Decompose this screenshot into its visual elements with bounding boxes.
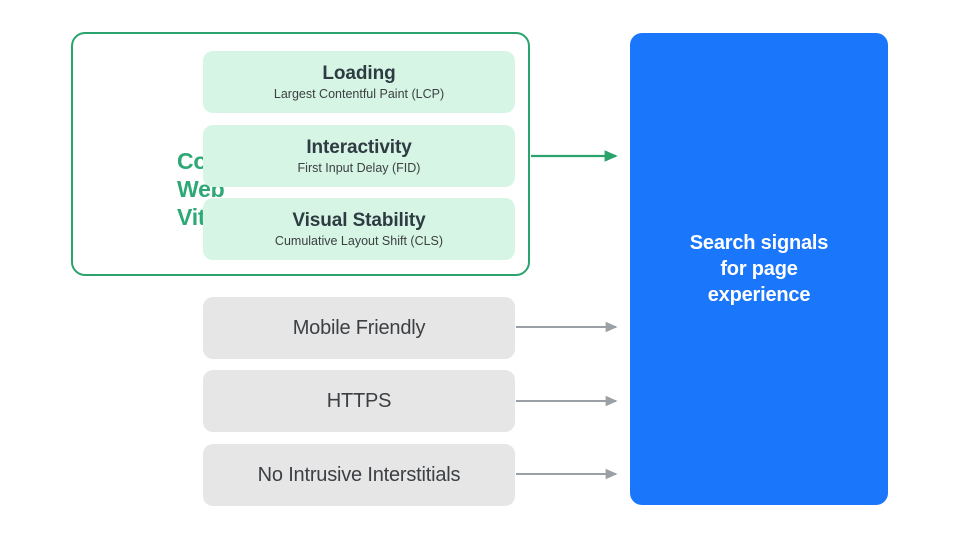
signal-label: HTTPS	[326, 390, 392, 412]
metric-subtitle: Cumulative Layout Shift (CLS)	[274, 233, 444, 248]
signal-label: Mobile Friendly	[292, 317, 426, 339]
signal-card-mobile-friendly[interactable]: Mobile Friendly	[203, 297, 515, 359]
metric-subtitle: First Input Delay (FID)	[297, 160, 421, 175]
metric-title: Visual Stability	[292, 209, 426, 231]
metric-card-interactivity[interactable]: Interactivity First Input Delay (FID)	[203, 125, 515, 187]
signal-card-https[interactable]: HTTPS	[203, 370, 515, 432]
search-signals-panel-text: Search signals for page experience	[689, 232, 829, 306]
metric-subtitle: Largest Contentful Paint (LCP)	[273, 86, 445, 101]
metric-card-loading[interactable]: Loading Largest Contentful Paint (LCP)	[203, 51, 515, 113]
metric-title: Loading	[322, 62, 396, 84]
metric-card-visual-stability[interactable]: Visual Stability Cumulative Layout Shift…	[203, 198, 515, 260]
signal-label: No Intrusive Interstitials	[257, 464, 461, 486]
metric-title: Interactivity	[306, 136, 412, 158]
search-signals-panel[interactable]: Search signals for page experience	[630, 33, 888, 505]
signal-card-no-intrusive-interstitials[interactable]: No Intrusive Interstitials	[203, 444, 515, 506]
